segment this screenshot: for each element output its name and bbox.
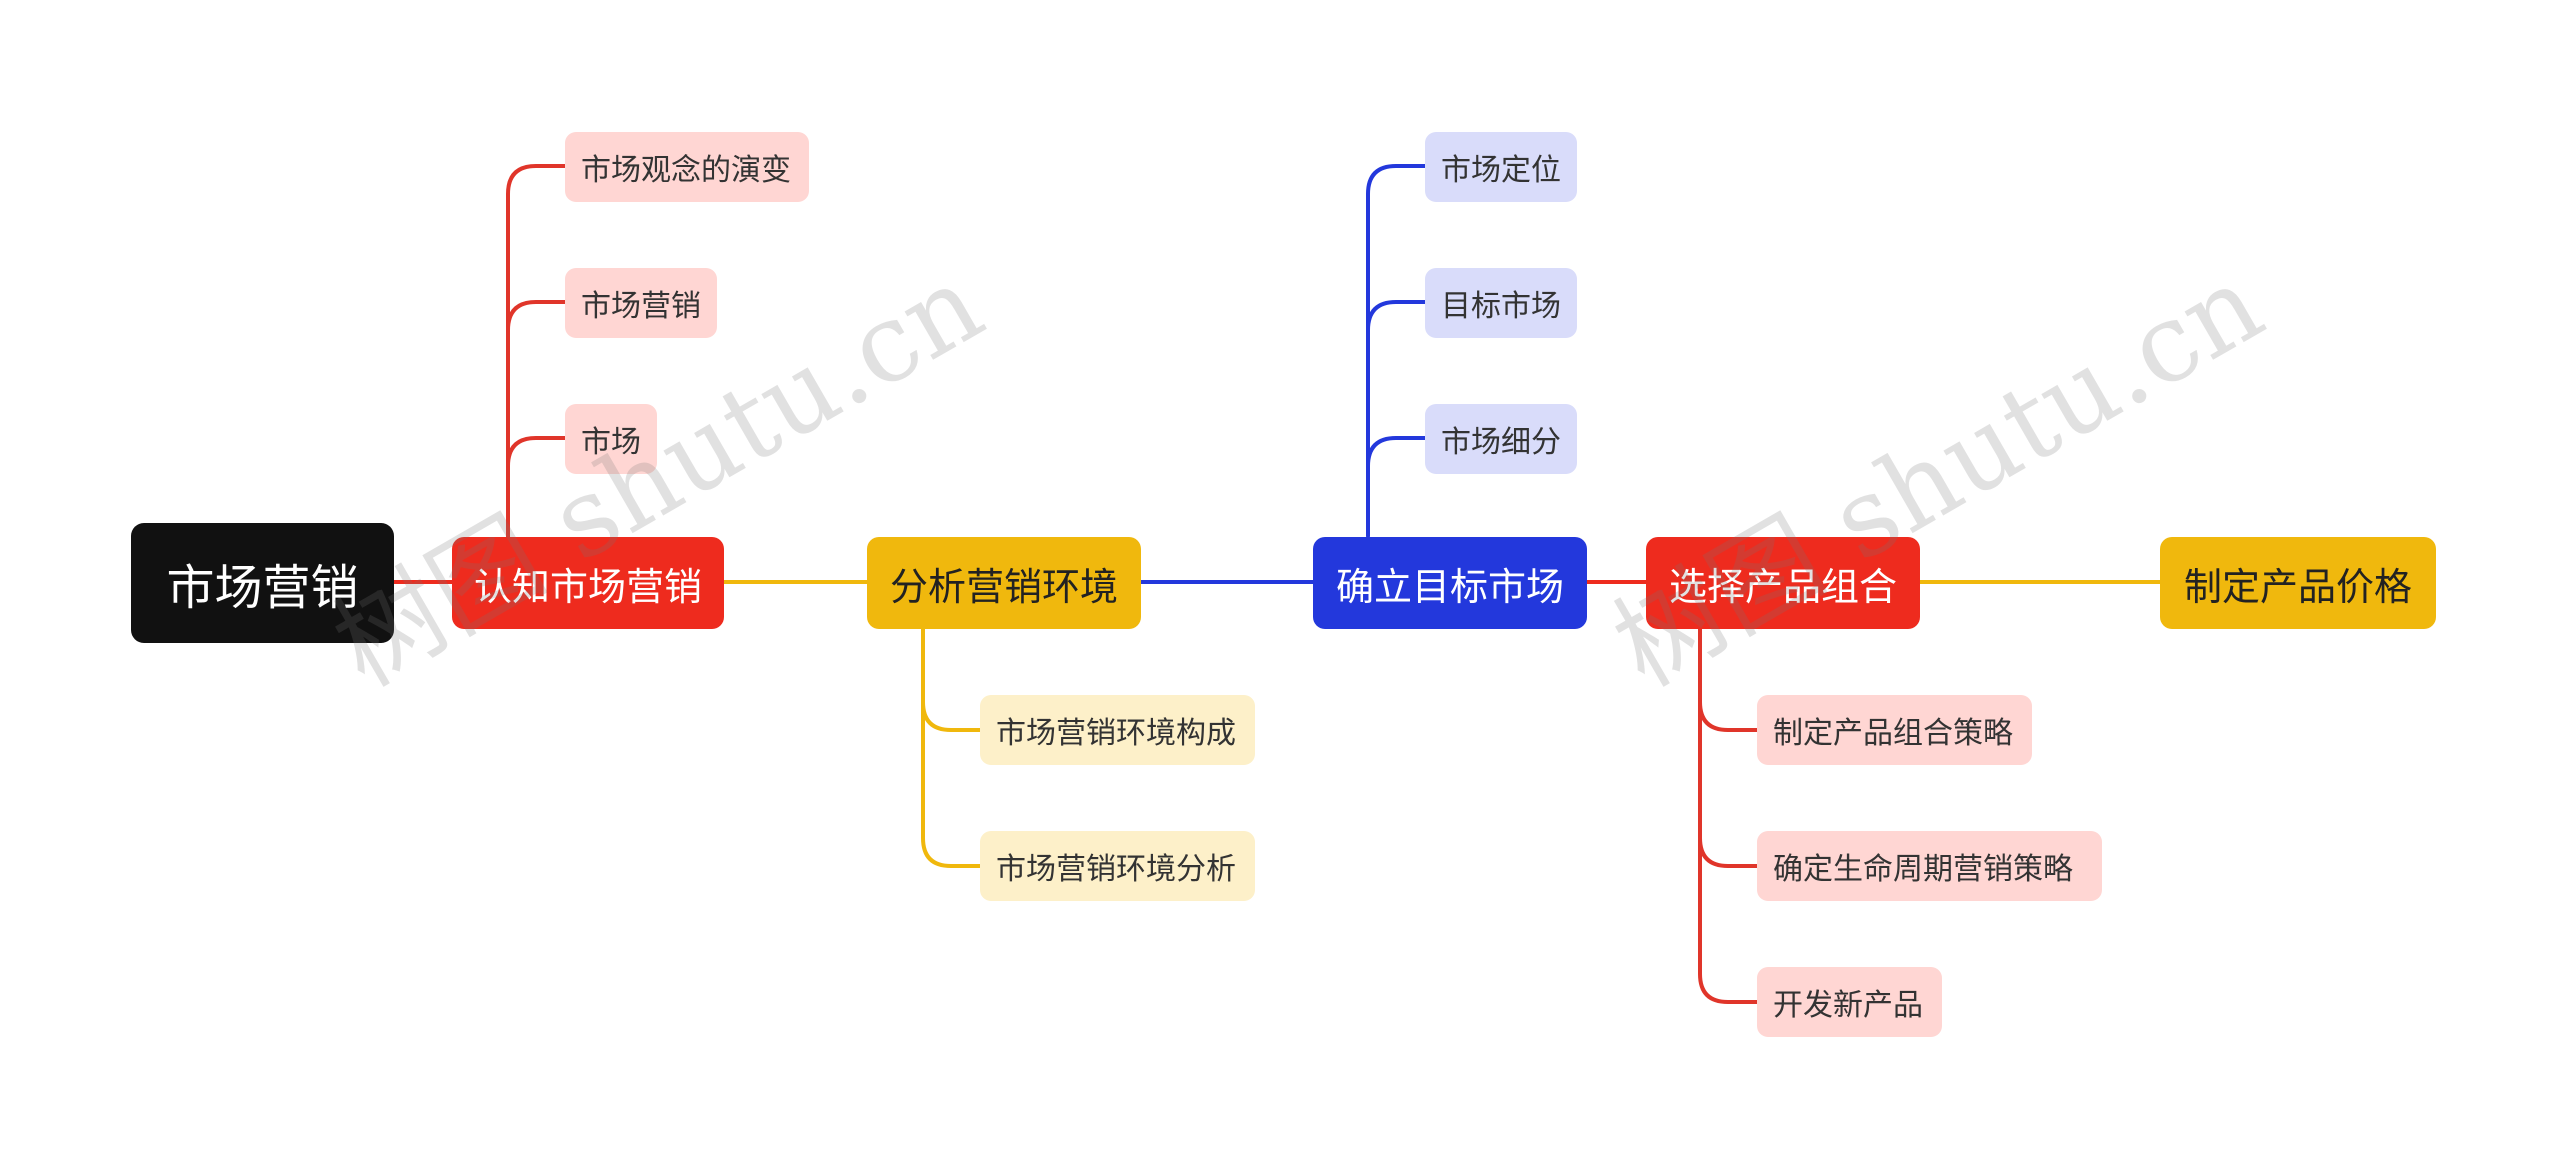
branch-label: 选择产品组合: [1668, 564, 1897, 609]
leaf-node-3-3[interactable]: 市场细分: [1425, 404, 1577, 474]
leaf-label: 市场细分: [1441, 425, 1561, 460]
leaf-node-1-3[interactable]: 市场: [565, 404, 657, 474]
root-label: 市场营销: [166, 560, 359, 616]
branch-label: 分析营销环境: [889, 564, 1118, 609]
connector-b2-c1: [921, 626, 982, 732]
connector-b3-c2: [1366, 300, 1427, 332]
branch-label: 确立目标市场: [1335, 564, 1564, 609]
leaf-node-2-1[interactable]: 市场营销环境构成: [980, 695, 1255, 765]
leaf-label: 开发新产品: [1773, 988, 1923, 1023]
connector-b1-c1: [506, 164, 567, 540]
branch-node-4[interactable]: 选择产品组合: [1646, 537, 1920, 629]
leaf-node-3-1[interactable]: 市场定位: [1425, 132, 1577, 202]
leaf-label: 市场观念的演变: [581, 153, 791, 188]
leaf-node-2-2[interactable]: 市场营销环境分析: [980, 831, 1255, 901]
branch-label: 制定产品价格: [2183, 564, 2412, 609]
branch-node-5[interactable]: 制定产品价格: [2160, 537, 2436, 629]
leaf-label: 市场营销环境构成: [996, 716, 1236, 751]
connector-b3-c1: [1366, 164, 1427, 538]
connector-b3-c3: [1366, 436, 1427, 468]
connector-b1-c3: [506, 436, 567, 468]
leaf-label: 市场: [581, 425, 641, 460]
leaf-node-4-2[interactable]: 确定生命周期营销策略: [1757, 831, 2102, 901]
branch-node-2[interactable]: 分析营销环境: [867, 537, 1141, 629]
leaf-label: 市场营销环境分析: [996, 852, 1236, 887]
leaf-label: 目标市场: [1441, 289, 1561, 324]
branch-node-1[interactable]: 认知市场营销: [452, 537, 724, 629]
branch-label: 认知市场营销: [473, 564, 702, 609]
root-node[interactable]: 市场营销: [131, 523, 394, 643]
leaf-node-4-3[interactable]: 开发新产品: [1757, 967, 1942, 1037]
leaf-label: 制定产品组合策略: [1773, 716, 2013, 751]
leaf-node-4-1[interactable]: 制定产品组合策略: [1757, 695, 2032, 765]
leaf-node-3-2[interactable]: 目标市场: [1425, 268, 1577, 338]
leaf-node-1-2[interactable]: 市场营销: [565, 268, 717, 338]
leaf-label: 市场定位: [1441, 153, 1561, 188]
leaf-node-1-1[interactable]: 市场观念的演变: [565, 132, 809, 202]
connector-b4-c3: [1698, 838, 1759, 1004]
connector-b1-c2: [506, 300, 567, 332]
leaf-label: 市场营销: [581, 289, 701, 324]
leaf-label: 确定生命周期营销策略: [1773, 852, 2073, 887]
connector-b2-c2: [921, 698, 982, 868]
branch-node-3[interactable]: 确立目标市场: [1313, 537, 1587, 629]
